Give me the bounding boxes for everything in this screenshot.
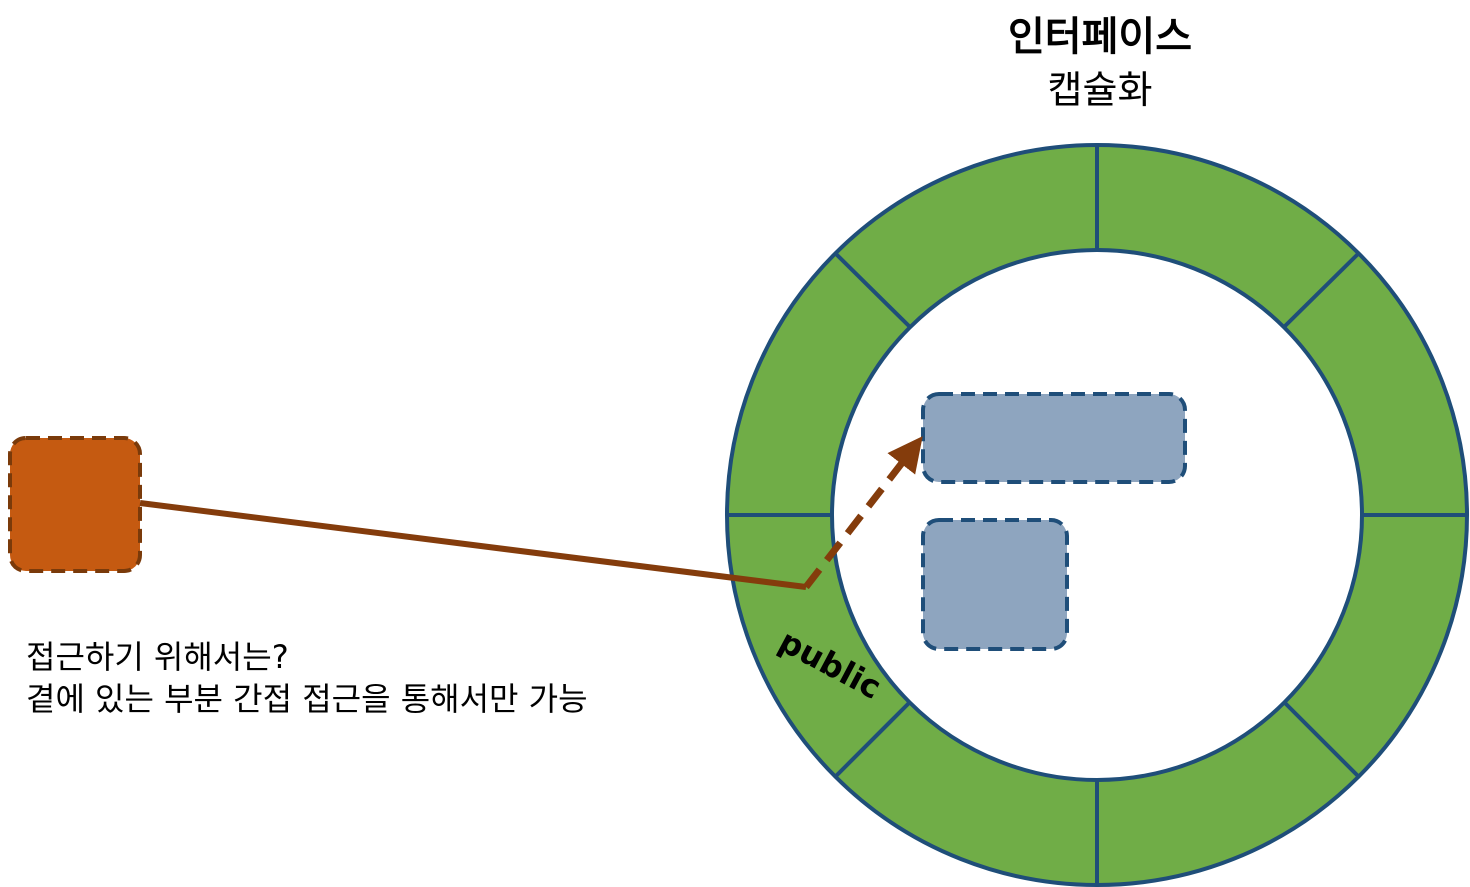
diagram-subtitle: 캡슐화 — [1047, 68, 1153, 112]
caption: 접근하기 위해서는? 곁에 있는 부분 간접 접근을 통해서만 가능 — [26, 636, 588, 720]
private-member-wide — [921, 392, 1187, 484]
caption-line-1: 접근하기 위해서는? — [26, 638, 289, 676]
inner-core — [830, 248, 1364, 782]
access-path-line — [139, 500, 807, 590]
divider-top-left — [833, 251, 912, 329]
divider-bottom-left — [833, 700, 912, 779]
caption-line-2: 곁에 있는 부분 간접 접근을 통해서만 가능 — [26, 680, 588, 718]
external-object — [8, 436, 142, 573]
access-path-arrow — [803, 436, 923, 590]
ring-dividers — [727, 145, 1467, 885]
divider-top-right — [1282, 251, 1361, 329]
divider-bottom-right — [1282, 700, 1361, 779]
diagram-title: 인터페이스 — [1008, 14, 1192, 60]
private-member-small — [921, 518, 1069, 651]
